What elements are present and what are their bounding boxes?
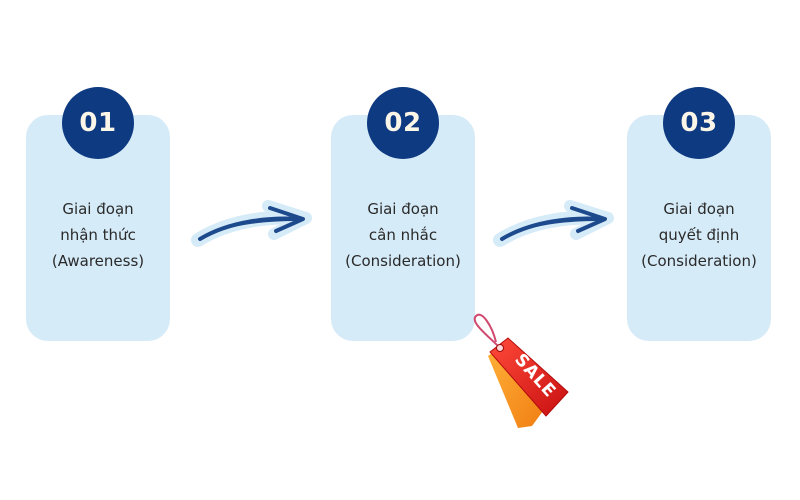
arrow-right-icon [493, 200, 614, 247]
stage-label-line: nhận thức [60, 226, 136, 244]
stage-label-line: Giai đoạn [367, 200, 439, 218]
stage-label-line: (Consideration) [641, 252, 757, 270]
stage-label-line: quyết định [658, 226, 740, 244]
stage-number-badge-1: 01 [62, 87, 134, 159]
stage-label-line: (Consideration) [345, 252, 461, 270]
stage-label-1: Giai đoạn nhận thức (Awareness) [18, 196, 178, 274]
stage-label-3: Giai đoạn quyết định (Consideration) [619, 196, 779, 274]
stage-label-line: (Awareness) [51, 252, 145, 270]
stage-label-line: Giai đoạn [663, 200, 735, 218]
stage-label-line: Giai đoạn [62, 200, 134, 218]
stage-number-badge-2: 02 [367, 87, 439, 159]
arrow-right-icon [191, 200, 312, 247]
stage-number-badge-3: 03 [663, 87, 735, 159]
stage-label-line: cân nhắc [368, 226, 438, 244]
sale-tag-icon: SALE [473, 313, 569, 428]
stage-label-2: Giai đoạn cân nhắc (Consideration) [323, 196, 483, 274]
